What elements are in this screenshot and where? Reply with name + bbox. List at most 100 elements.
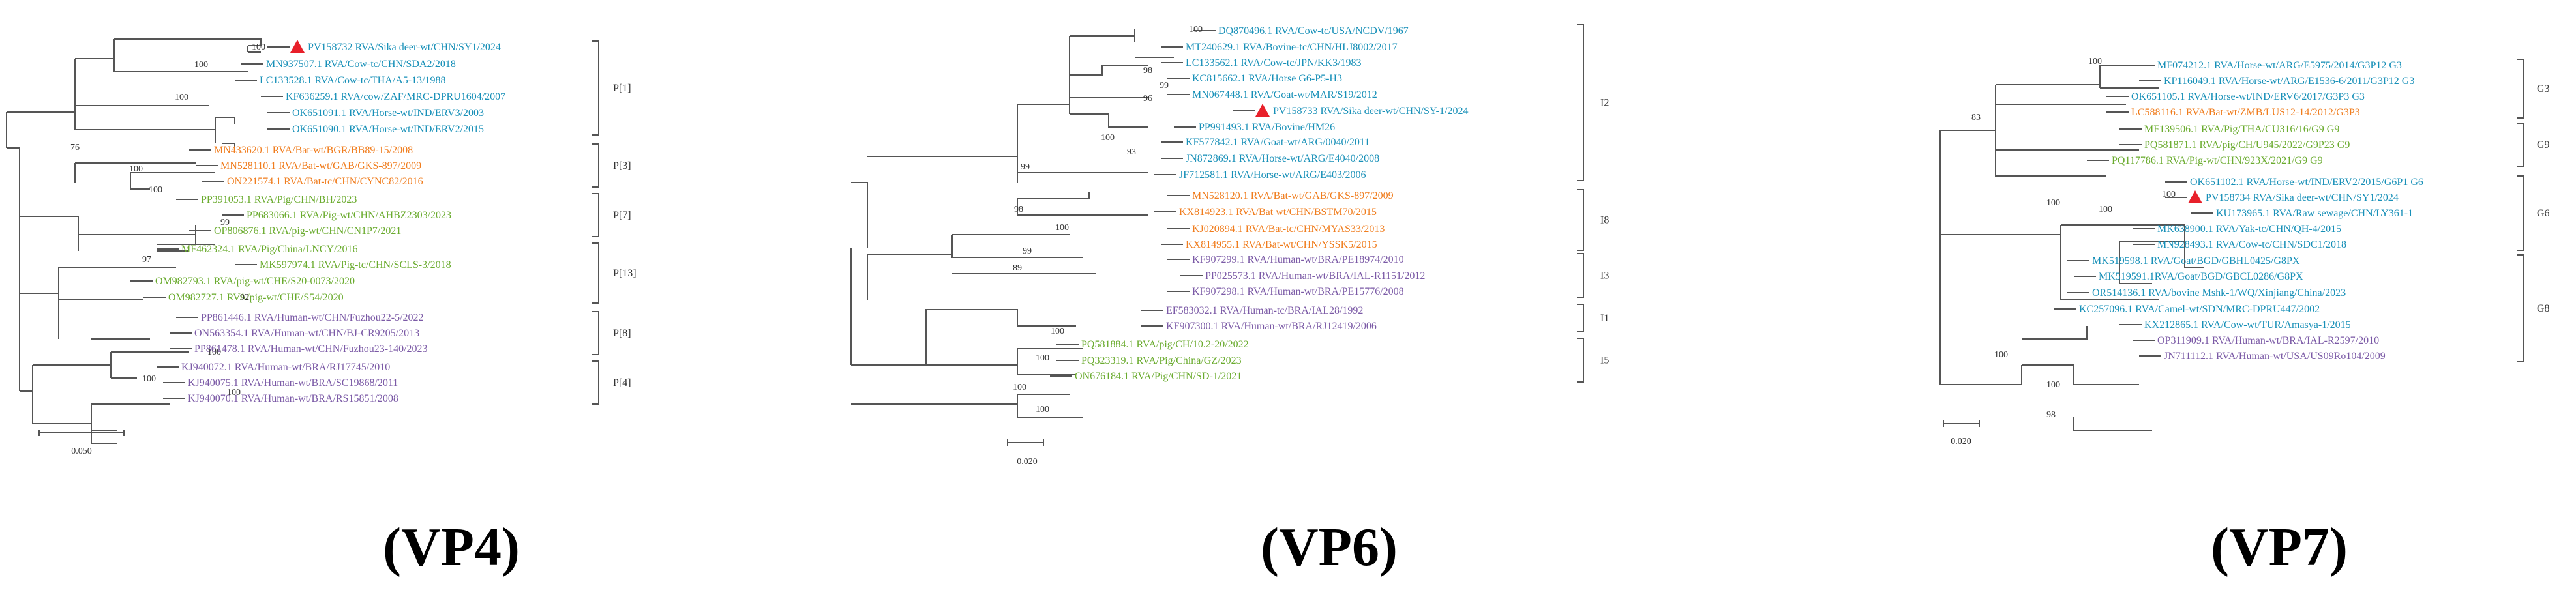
vp7-leaf-label: PV158734 RVA/Sika deer-wt/CHN/SY1/2024 [2206,192,2399,203]
vp4-bootstrap-value: 76 [70,143,80,153]
vp7-group-bracket [2517,123,2524,167]
red-triangle-icon [1255,104,1270,117]
vp6-tree [850,29,1174,418]
vp6-bootstrap-value: 89 [1013,263,1022,273]
vp4-bootstrap-value: 100 [252,42,265,52]
vp7-leaf-label: MK638900.1 RVA/Yak-tc/CHN/QH-4/2015 [2157,224,2341,235]
vp6-leaf-label: PP025573.1 RVA/Human-wt/BRA/IAL-R1151/20… [1205,270,1425,282]
vp7-tree [1939,65,2204,431]
vp7-bootstrap-value: 100 [2162,190,2176,199]
vp4-leaf-label: MK597974.1 RVA/Pig-tc/CHN/SCLS-3/2018 [260,259,451,270]
vp7-leaf-label: LC588116.1 RVA/Bat-wt/ZMB/LUS12-14/2012/… [2131,107,2360,118]
vp4-leaf-label: PP861478.1 RVA/Human-wt/CHN/Fuzhou23-140… [194,344,428,355]
vp4-leaf-label: MN937507.1 RVA/Cow-tc/CHN/SDA2/2018 [266,59,456,70]
vp4-group-bracket [592,40,599,136]
red-triangle-icon [290,40,305,53]
vp4-group-bracket [592,143,599,188]
vp4-leaf-label: KJ940072.1 RVA/Human-wt/BRA/RJ17745/2010 [181,362,390,373]
vp7-leaf-label: JN711112.1 RVA/Human-wt/USA/US09Ro104/20… [2164,351,2386,362]
red-triangle-icon [2188,190,2202,203]
vp4-leaf-label: OP806876.1 RVA/pig-wt/CHN/CN1P7/2021 [214,226,401,237]
vp4-scale-label: 0.050 [71,446,92,456]
vp6-leaf-label: KF577842.1 RVA/Goat-wt/ARG/0040/2011 [1186,137,1370,148]
scale-labels-layer: 0.050 0.020 0.020 [71,437,1971,467]
vp7-leaf-label: MK519591.1RVA/Goat/BGD/GBCL0286/G8PX [2099,271,2303,282]
vp6-bootstrap-value: 100 [1036,405,1049,415]
vp4-leaf-label: ON563354.1 RVA/Human-wt/CHN/BJ-CR9205/20… [194,328,419,339]
vp7-leaf-label: MF139506.1 RVA/Pig/THA/CU316/16/G9 G9 [2144,124,2339,135]
vp7-bootstrap-value: 100 [2046,380,2060,390]
vp7-leaf-label: OP311909.1 RVA/Human-wt/BRA/IAL-R2597/20… [2157,335,2379,346]
vp7-bootstrap-value: 83 [1971,113,1981,123]
vp7-leaf-label: MF074212.1 RVA/Horse-wt/ARG/E5975/2014/G… [2157,60,2402,71]
vp6-bootstrap-value: 100 [1101,133,1115,143]
vp6-scale-label: 0.020 [1017,457,1038,467]
vp7-leaf-label: OK651102.1 RVA/Horse-wt/IND/ERV2/2015/G6… [2190,177,2423,188]
vp6-group-label: I8 [1600,215,1609,226]
vp7-group-label: G6 [2537,208,2550,219]
vp7-bootstrap-value: 100 [1994,350,2008,360]
vp6-leaf-label: MN528120.1 RVA/Bat-wt/GAB/GKS-897/2009 [1192,190,1394,201]
vp7-group-bracket [2517,254,2524,362]
vp6-leaf-label: PV158733 RVA/Sika deer-wt/CHN/SY-1/2024 [1273,106,1468,117]
vp4-group-label: P[1] [613,83,631,94]
vp4-bootstrap-value: 100 [175,93,188,102]
vp4-leaf-label: PP861446.1 RVA/Human-wt/CHN/Fuzhou22-5/2… [201,312,424,323]
vp6-bootstrap-value: 93 [1127,147,1136,157]
vp6-bootstrap-value: 100 [1055,223,1069,233]
vp6-leaf-label: KF907299.1 RVA/Human-wt/BRA/PE18974/2010 [1192,254,1404,265]
vp7-leaf-label: KC257096.1 RVA/Camel-wt/SDN/MRC-DPRU447/… [2079,304,2320,315]
bootstrap-layer: 1001001007610010099979210010010010099989… [70,25,2176,420]
panel-title-vp4: (VP4) [383,517,520,577]
vp7-leaf-label: KU173965.1 RVA/Raw sewage/CHN/LY361-1 [2216,208,2413,219]
vp6-group-bracket [1577,304,1584,332]
scale-bars [38,420,1980,446]
vp4-bootstrap-value: 100 [129,164,143,174]
vp6-leaf-label: KF907298.1 RVA/Human-wt/BRA/PE15776/2008 [1192,286,1404,297]
vp4-group-bracket [592,360,599,405]
vp4-bootstrap-value: 100 [207,347,221,357]
vp7-group-label: G3 [2537,83,2550,95]
vp6-bootstrap-value: 98 [1014,205,1023,214]
vp4-bootstrap-value: 100 [194,60,208,70]
vp6-leaf-label: LC133562.1 RVA/Cow-tc/JPN/KK3/1983 [1186,57,1362,68]
vp4-leaf-label: OK651090.1 RVA/Horse-wt/IND/ERV2/2015 [292,124,484,135]
vp4-group-bracket [592,193,599,237]
vp6-bootstrap-value: 99 [1023,246,1032,256]
vp6-leaf-label: KF907300.1 RVA/Human-wt/BRA/RJ12419/2006 [1166,321,1377,332]
vp4-group-label: P[7] [613,210,631,221]
vp6-group-bracket [1577,338,1584,383]
vp4-bootstrap-value: 92 [240,293,249,302]
vp6-bootstrap-value: 99 [1160,81,1169,91]
vp7-bootstrap-value: 98 [2046,410,2056,420]
vp4-leaf-label: OK651091.1 RVA/Horse-wt/IND/ERV3/2003 [292,108,484,119]
vp4-group-label: P[3] [613,160,631,171]
vp6-bootstrap-value: 96 [1143,94,1152,104]
vp7-scale-label: 0.020 [1951,437,1971,446]
vp4-leaf-label: PP391053.1 RVA/Pig/CHN/BH/2023 [201,194,357,205]
panel-title-vp7: (VP7) [2211,517,2348,577]
vp7-leaf-label: KX212865.1 RVA/Cow-wt/TUR/Amasya-1/2015 [2144,319,2351,330]
vp4-group-label: P[13] [613,268,637,279]
vp6-leaf-label: MT240629.1 RVA/Bovine-tc/CHN/HLJ8002/201… [1186,42,1398,53]
vp4-leaf-label: PV158732 RVA/Sika deer-wt/CHN/SY1/2024 [308,42,501,53]
vp6-leaf-label: JN872869.1 RVA/Horse-wt/ARG/E4040/2008 [1186,153,1379,164]
vp6-leaf-label: PQ323319.1 RVA/Pig/China/GZ/2023 [1081,355,1242,366]
leaf-labels-layer: PV158732 RVA/Sika deer-wt/CHN/SY1/2024MN… [130,25,2423,404]
vp6-leaf-label: EF583032.1 RVA/Human-tc/BRA/IAL28/1992 [1166,305,1363,316]
vp4-leaf-label: PP683066.1 RVA/Pig-wt/CHN/AHBZ2303/2023 [247,210,451,221]
vp4-bootstrap-value: 100 [149,185,162,195]
vp7-leaf-label: KP116049.1 RVA/Horse-wt/ARG/E1536-6/2011… [2164,76,2414,87]
vp6-group-label: I3 [1600,270,1609,282]
vp7-leaf-label: MK519598.1 RVA/Goat/BGD/GBHL0425/G8PX [2092,256,2300,267]
vp6-leaf-label: DQ870496.1 RVA/Cow-tc/USA/NCDV/1967 [1218,25,1409,37]
vp4-leaf-label: MF462324.1 RVA/Pig/China/LNCY/2016 [181,244,357,255]
vp6-group-bracket [1577,24,1584,181]
vp7-bootstrap-value: 100 [2046,198,2060,208]
vp4-leaf-label: OM982793.1 RVA/pig-wt/CHE/S20-0073/2020 [155,276,355,287]
vp4-leaf-label: ON221574.1 RVA/Bat-tc/CHN/CYNC82/2016 [227,176,423,187]
vp4-group-bracket [592,242,599,304]
vp4-group-label: P[8] [613,328,631,339]
vp6-group-bracket [1577,189,1584,251]
vp6-bootstrap-value: 100 [1036,353,1049,363]
